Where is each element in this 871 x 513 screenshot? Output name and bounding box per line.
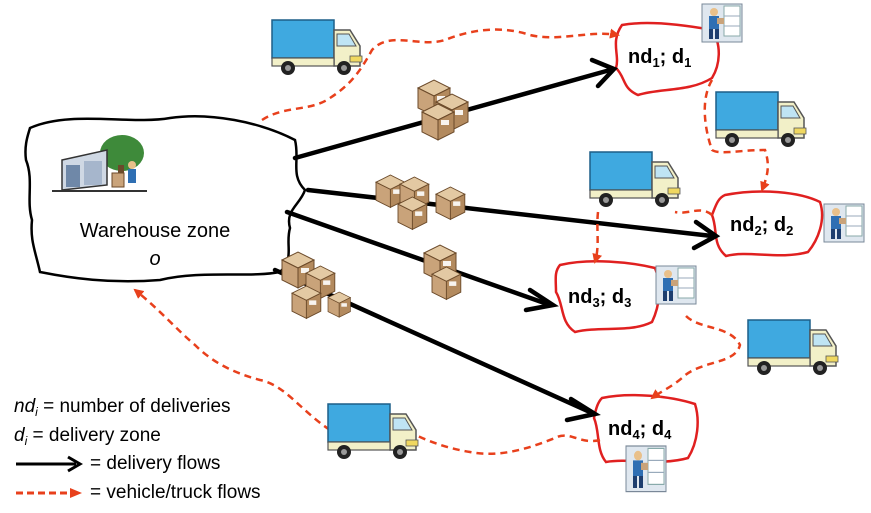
delivery-flow-3 (284, 209, 553, 308)
legend-vehicle-arrow (16, 488, 82, 498)
delivery-worker-icon (701, 3, 743, 43)
truck-icon (715, 91, 807, 148)
warehouse-zone-title: Warehouse zone (79, 220, 231, 242)
legend-vehicle-label: = vehicle/truck flows (90, 482, 261, 503)
vehicle-flow-zone3-to-zone4 (650, 315, 742, 400)
legend-d: di = delivery zone (14, 425, 161, 448)
vehicle-flow-zone2-to-zone3 (592, 211, 603, 264)
truck-icon (271, 19, 363, 76)
vehicle-flows (133, 28, 770, 456)
truck-icon (747, 319, 839, 376)
delivery-worker-icon (655, 265, 697, 305)
legend-delivery-arrow (16, 455, 83, 473)
delivery-flow-2 (305, 187, 715, 239)
legend-nd: ndi = number of deliveries (14, 396, 231, 419)
zone-3-boundary (554, 260, 661, 334)
delivery-flow-3-head (523, 287, 559, 313)
warehouse-origin-label: o (149, 248, 161, 270)
truck-icon (589, 151, 681, 208)
parcel-stack-icon (375, 174, 466, 230)
parcel-stack-icon (417, 79, 469, 141)
delivery-flow-1-head (589, 57, 618, 89)
delivery-worker-icon (625, 445, 667, 493)
vehicle-flow-zone1-to-zone2 (703, 79, 770, 192)
warehouse-icon (52, 135, 147, 192)
zone-1-boundary (614, 21, 720, 97)
parcel-stack-icon (281, 251, 351, 319)
vehicle-flow-warehouse-to-zone1 (261, 28, 620, 122)
delivery-flow-4-head (564, 396, 601, 423)
vehicle-flow-zone2-truck (674, 209, 713, 217)
truck-icon (327, 403, 419, 460)
delivery-flow-2-head (691, 219, 721, 251)
zone-3-label: nd3; d3 (568, 286, 632, 310)
delivery-flows (272, 57, 721, 423)
zone-2-label: nd2; d2 (730, 214, 794, 238)
vehicle-flow-zone4-to-truck (409, 430, 601, 456)
legend-delivery-label: = delivery flows (90, 453, 221, 474)
zone-4-label: nd4; d4 (608, 418, 672, 442)
delivery-worker-icon (823, 203, 865, 243)
parcel-stack-icon (423, 244, 462, 300)
zone-1-label: nd1; d1 (628, 46, 692, 70)
